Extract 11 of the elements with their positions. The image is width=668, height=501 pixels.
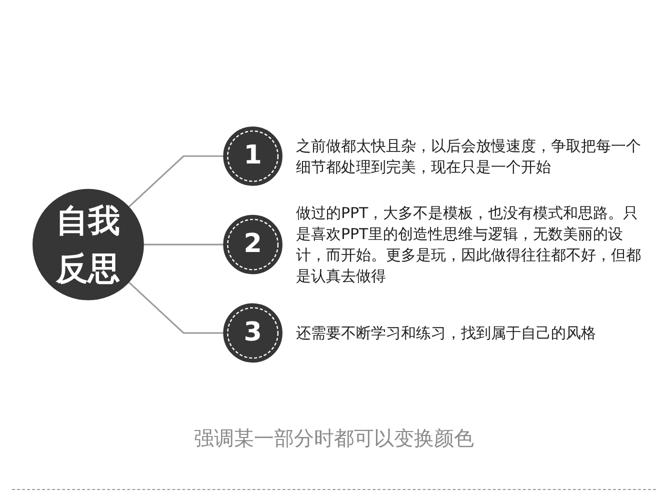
circle-node: 自我反思 <box>32 189 144 301</box>
connector-line <box>128 156 224 208</box>
circle-node: 3 <box>223 304 282 364</box>
description-text: 还需要不断学习和练习，找到属于自己的风格 <box>296 322 597 344</box>
description-text: 之前做都太快且杂，以后会放慢速度，争取把每一个细节都处理到完美，现在只是一个开始 <box>296 136 642 178</box>
description-text: 做过的PPT，大多不是模板，也没有模式和思路。只是喜欢PPT里的创造性思维与逻辑，无数美丽的设计，而开始。更多是玩，因此做得往往都不好，但都是认真去做得 <box>296 202 642 287</box>
connector-line <box>143 244 224 246</box>
caption: 强调某一部分时都可以变换颜色 <box>194 426 474 450</box>
circle-node: 2 <box>223 215 282 275</box>
circle-node: 1 <box>223 126 282 186</box>
connector-line <box>128 282 224 334</box>
